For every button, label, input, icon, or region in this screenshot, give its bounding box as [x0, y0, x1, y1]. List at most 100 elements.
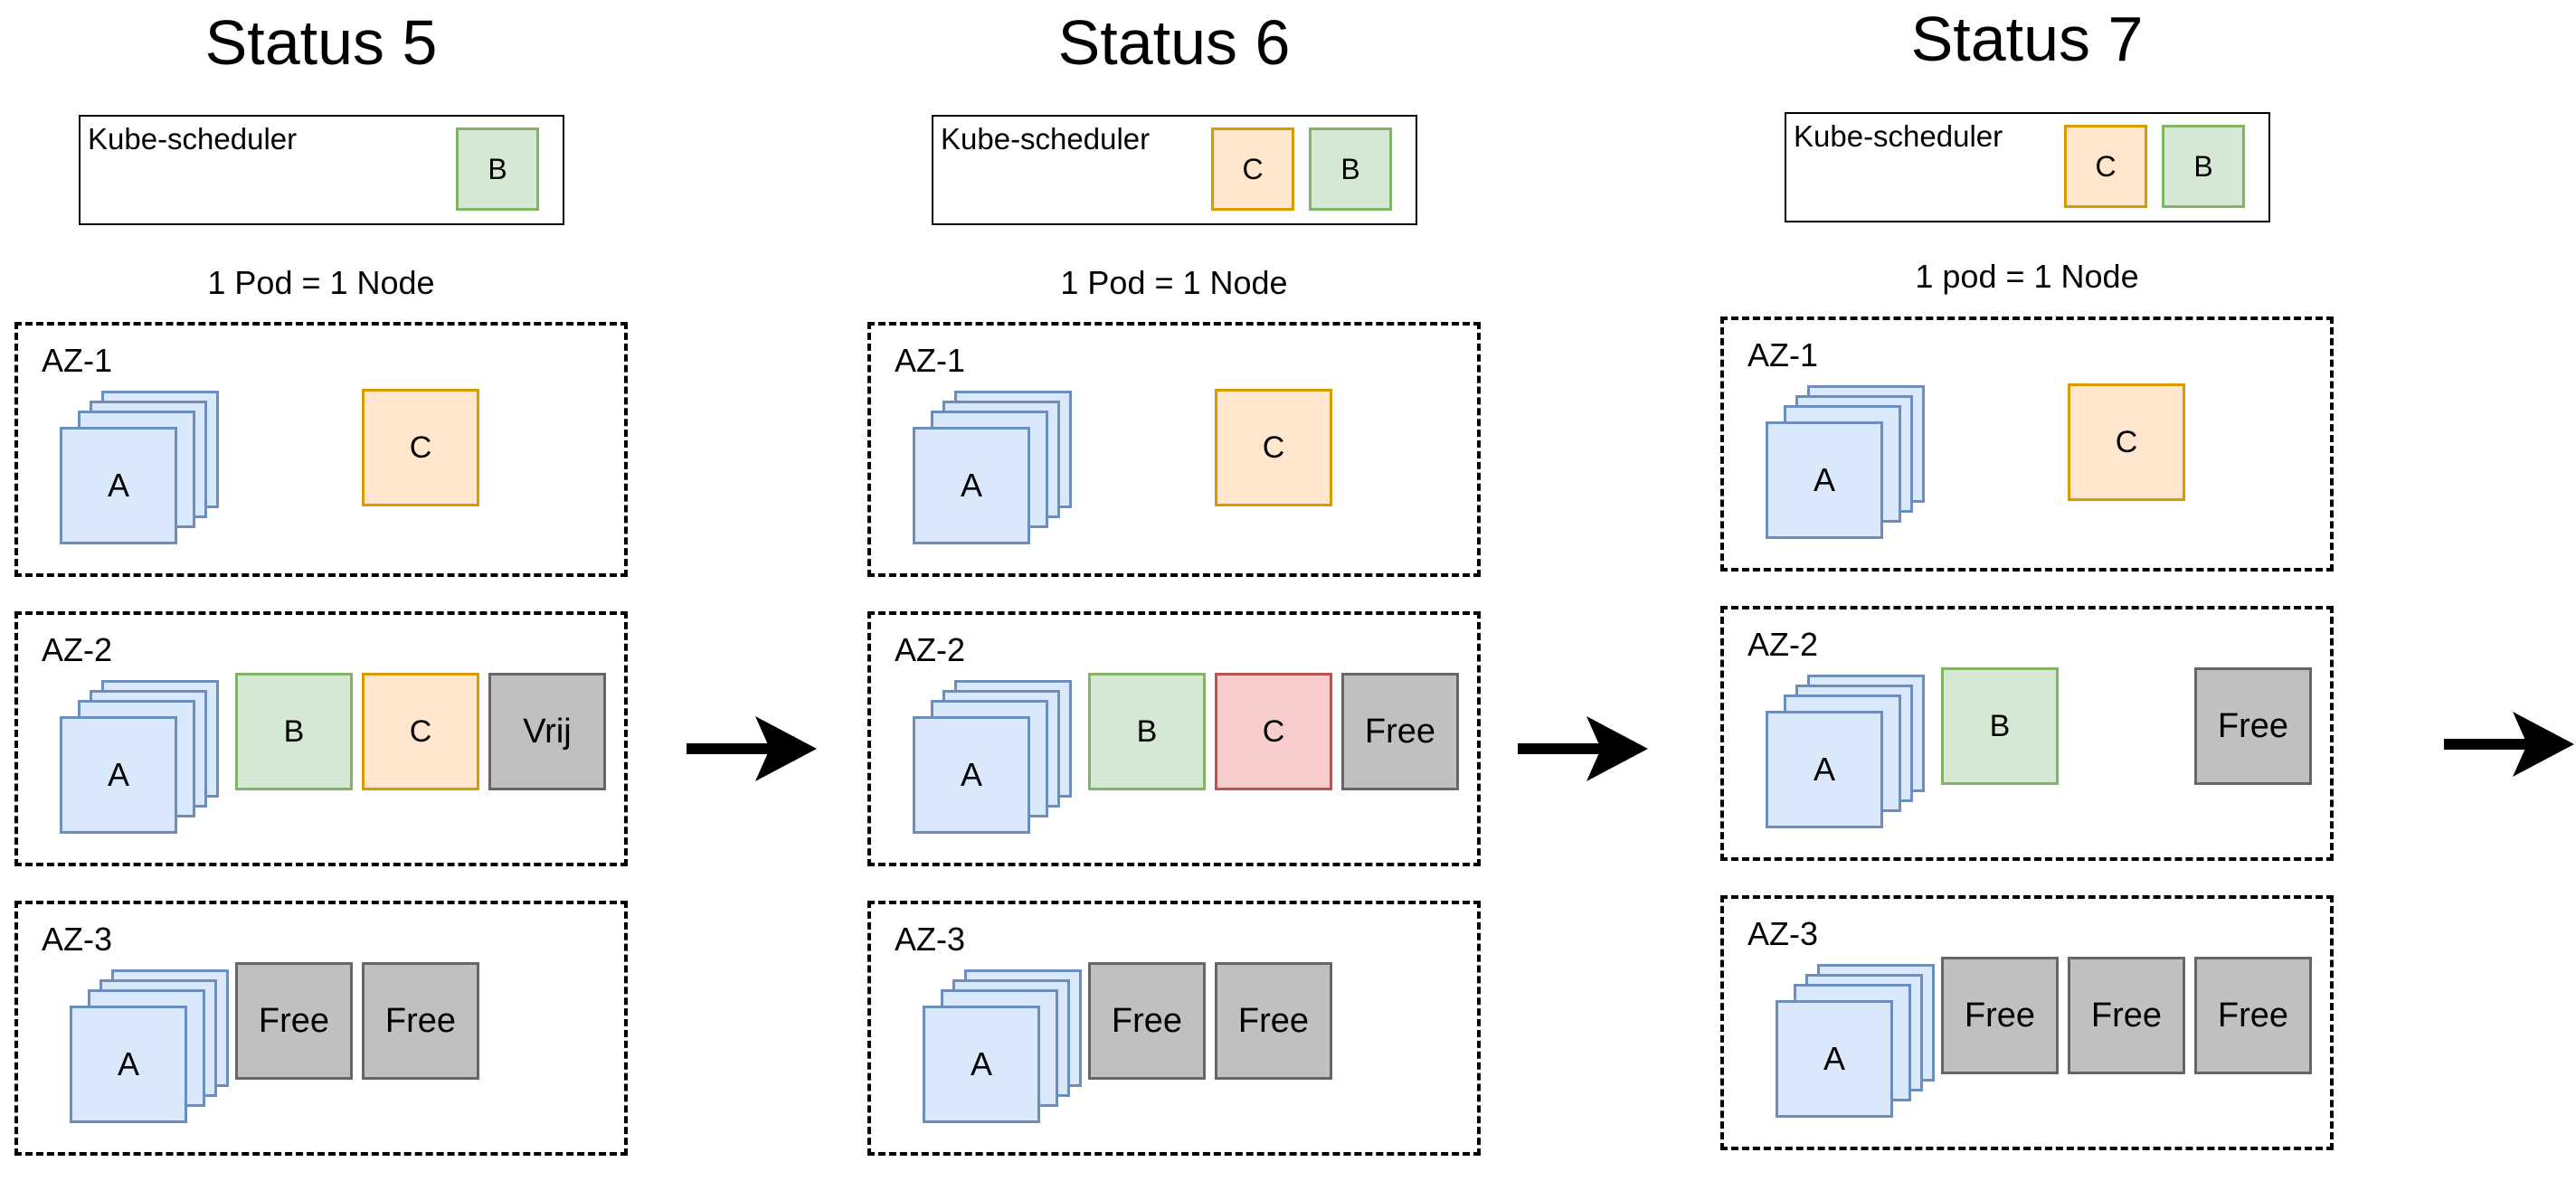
pod-a: A [1766, 421, 1883, 539]
zone-label: AZ-3 [1747, 915, 1819, 952]
kube-scheduler-label: Kube-scheduler [941, 122, 1151, 156]
node-slot: C [362, 389, 479, 506]
pod-label: C [2095, 149, 2117, 183]
node-slot: B [1088, 673, 1206, 790]
pod-stack-a: A [913, 680, 1075, 843]
pod-label: C [409, 430, 432, 465]
zone-label: AZ-2 [895, 631, 966, 668]
node-slot: C [1215, 673, 1332, 790]
pod-label: B [1989, 708, 2011, 743]
pod-label: A [117, 1045, 139, 1082]
pod-label: Free [1364, 712, 1436, 751]
panel-title: Status 7 [1910, 4, 2144, 74]
node-slot: Free [1088, 962, 1206, 1080]
zone-label: AZ-1 [42, 342, 113, 379]
right-arrow-icon [1518, 716, 1648, 781]
pod-a: A [1766, 711, 1883, 828]
pod-label: A [960, 756, 982, 793]
node-slot: Vrij [488, 673, 606, 790]
pod-a: A [60, 716, 177, 834]
node-slot: Free [2068, 957, 2185, 1074]
node-slot: Free [2194, 957, 2312, 1074]
pod-label: A [960, 467, 982, 504]
zone-label: AZ-1 [895, 342, 966, 379]
pod-stack-a: A [70, 969, 232, 1132]
right-arrow-icon [687, 716, 817, 781]
pod-stack-a: A [1766, 675, 1928, 837]
panel-title: Status 6 [1057, 7, 1291, 78]
zone-label: AZ-3 [895, 921, 966, 958]
pod-label: A [107, 756, 129, 793]
node-slot: C [1215, 389, 1332, 506]
kube-scheduler-label: Kube-scheduler [88, 122, 298, 156]
pod-a: A [923, 1006, 1040, 1123]
pod-label: A [1813, 751, 1835, 788]
pod-stack-a: A [1776, 964, 1938, 1127]
zone-label: AZ-3 [42, 921, 113, 958]
pod-a: A [913, 716, 1030, 834]
pod-label: Free [258, 1001, 330, 1040]
pod-label: C [409, 713, 432, 749]
node-slot: Free [362, 962, 479, 1080]
node-slot: Free [1341, 673, 1459, 790]
pod-label: B [2193, 149, 2213, 183]
nodes-caption: 1 Pod = 1 Node [1060, 264, 1288, 301]
pod-label: Free [1111, 1001, 1183, 1040]
node-slot: C [362, 673, 479, 790]
pod-label: Free [1237, 1001, 1310, 1040]
pod-stack-a: A [1766, 385, 1928, 548]
pod-stack-a: A [60, 680, 223, 843]
pod-a: A [70, 1006, 187, 1123]
zone-label: AZ-2 [1747, 626, 1819, 663]
pod-label: B [283, 713, 305, 749]
node-slot: Free [1215, 962, 1332, 1080]
panel-title: Status 5 [204, 7, 438, 78]
pod-label: Free [1964, 996, 2036, 1035]
scheduler-pod: B [456, 128, 539, 211]
pod-label: Vrij [523, 712, 572, 751]
pod-a: A [913, 427, 1030, 544]
node-slot: Free [1941, 957, 2059, 1074]
pod-label: C [1242, 152, 1264, 185]
node-slot: Free [235, 962, 353, 1080]
pod-label: Free [2090, 996, 2163, 1035]
pod-stack-a: A [923, 969, 1085, 1132]
pod-label: Free [384, 1001, 457, 1040]
node-slot: B [235, 673, 353, 790]
pod-label: B [1340, 152, 1360, 185]
zone-label: AZ-2 [42, 631, 113, 668]
kube-scheduler-label: Kube-scheduler [1794, 119, 2003, 153]
pod-label: C [2115, 424, 2138, 459]
pod-label: C [1262, 713, 1285, 749]
pod-label: A [1823, 1040, 1845, 1077]
pod-label: Free [2217, 996, 2289, 1035]
node-slot: Free [2194, 667, 2312, 785]
pod-label: A [1813, 461, 1835, 498]
node-slot: C [2068, 383, 2185, 501]
pod-label: B [488, 152, 507, 185]
scheduler-pod: B [2162, 125, 2245, 208]
pod-label: A [970, 1045, 992, 1082]
scheduler-pod: B [1309, 128, 1392, 211]
pod-a: A [1776, 1000, 1893, 1118]
right-arrow-icon [2444, 712, 2574, 777]
scheduler-pod: C [1211, 128, 1294, 211]
pod-label: C [1262, 430, 1285, 465]
scheduler-pod: C [2064, 125, 2147, 208]
node-slot: B [1941, 667, 2059, 785]
